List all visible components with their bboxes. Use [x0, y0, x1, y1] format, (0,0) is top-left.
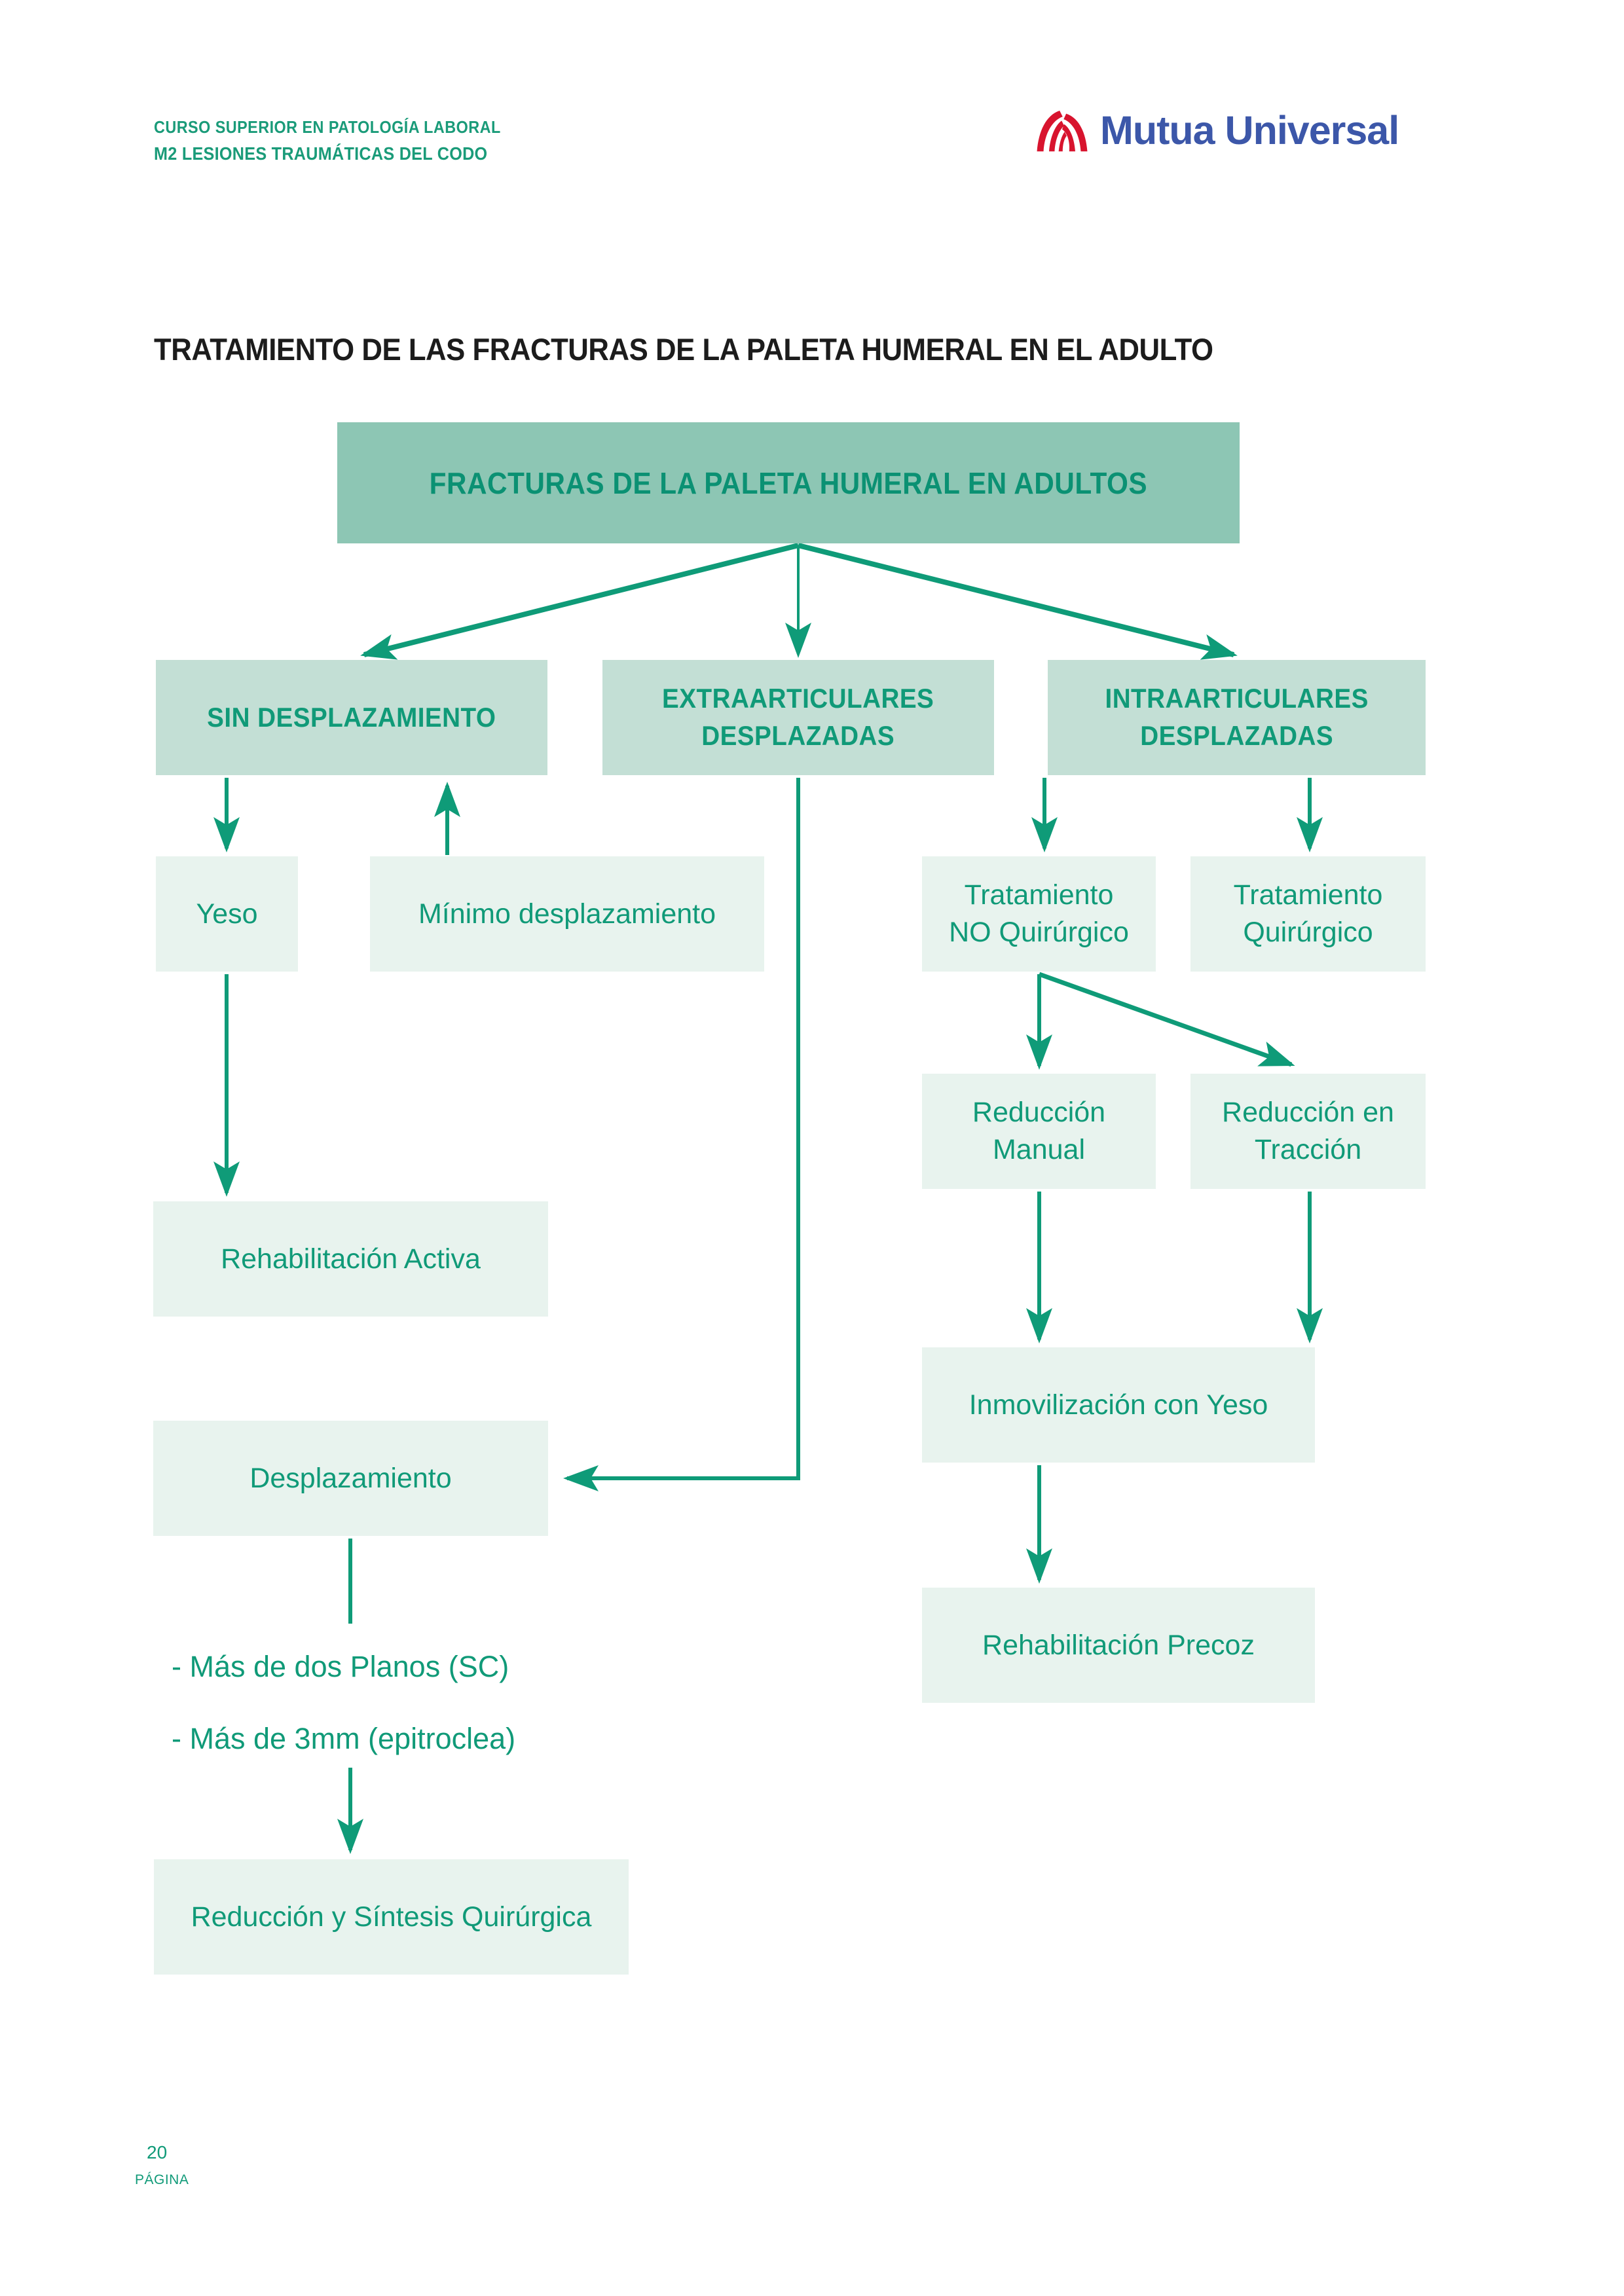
node-reduccion-sintesis-quirurgica: Reducción y Síntesis Quirúrgica	[154, 1859, 629, 1975]
mutua-universal-logo-icon	[1037, 111, 1088, 152]
page-title: TRATAMIENTO DE LAS FRACTURAS DE LA PALET…	[154, 332, 1213, 367]
page-number: 20	[147, 2142, 168, 2162]
node-fracturas-paleta-humeral: FRACTURAS DE LA PALETA HUMERAL EN ADULTO…	[337, 422, 1240, 543]
node-desplazamiento: Desplazamiento	[153, 1421, 548, 1536]
node-reduccion-manual: Reducción Manual	[922, 1074, 1156, 1189]
node-label: SIN DESPLAZAMIENTO	[207, 701, 496, 733]
node-label: Tratamiento Quirúrgico	[1233, 879, 1383, 948]
node-rehabilitacion-activa: Rehabilitación Activa	[153, 1201, 548, 1317]
node-sin-desplazamiento: SIN DESPLAZAMIENTO	[156, 660, 547, 775]
node-tratamiento-quirurgico: Tratamiento Quirúrgico	[1190, 856, 1426, 972]
node-rehabilitacion-precoz: Rehabilitación Precoz	[922, 1588, 1315, 1703]
header-module-line: M2 LESIONES TRAUMÁTICAS DEL CODO	[154, 143, 488, 164]
node-label: Desplazamiento	[249, 1462, 452, 1494]
node-label: EXTRAARTICULARES DESPLAZADAS	[662, 683, 934, 751]
mutua-universal-logo-text: Mutua Universal	[1100, 108, 1399, 153]
node-label: Mínimo desplazamiento	[418, 898, 716, 930]
node-extraarticulares-desplazadas: EXTRAARTICULARES DESPLAZADAS	[602, 660, 994, 775]
arrow-root-to-sin	[360, 543, 799, 660]
node-label: Tratamiento NO Quirúrgico	[949, 879, 1129, 948]
header-course-line: CURSO SUPERIOR EN PATOLOGÍA LABORAL	[154, 117, 501, 137]
node-label: Reducción y Síntesis Quirúrgica	[191, 1901, 592, 1933]
node-label: Yeso	[196, 898, 258, 930]
node-label: Rehabilitación Precoz	[982, 1629, 1255, 1661]
node-yeso: Yeso	[156, 856, 298, 972]
arrow-root-to-intra	[798, 543, 1238, 660]
criteria-line-planos: - Más de dos Planos (SC)	[172, 1650, 509, 1683]
node-minimo-desplazamiento: Mínimo desplazamiento	[370, 856, 764, 972]
arrow-tratno-to-traccion	[1038, 972, 1295, 1067]
node-tratamiento-no-quirurgico: Tratamiento NO Quirúrgico	[922, 856, 1156, 972]
node-reduccion-traccion: Reducción en Tracción	[1190, 1074, 1426, 1189]
node-label: Inmovilización con Yeso	[969, 1389, 1268, 1421]
node-label: INTRAARTICULARES DESPLAZADAS	[1105, 683, 1369, 751]
node-label: Rehabilitación Activa	[221, 1243, 481, 1275]
node-label: Reducción Manual	[972, 1097, 1106, 1165]
node-label: FRACTURAS DE LA PALETA HUMERAL EN ADULTO…	[429, 465, 1148, 500]
node-inmovilizacion-con-yeso: Inmovilización con Yeso	[922, 1347, 1315, 1463]
node-label: Reducción en Tracción	[1222, 1097, 1394, 1165]
page-number-label: PÁGINA	[135, 2172, 189, 2187]
criteria-line-3mm: - Más de 3mm (epitroclea)	[172, 1722, 516, 1755]
node-intraarticulares-desplazadas: INTRAARTICULARES DESPLAZADAS	[1048, 660, 1426, 775]
